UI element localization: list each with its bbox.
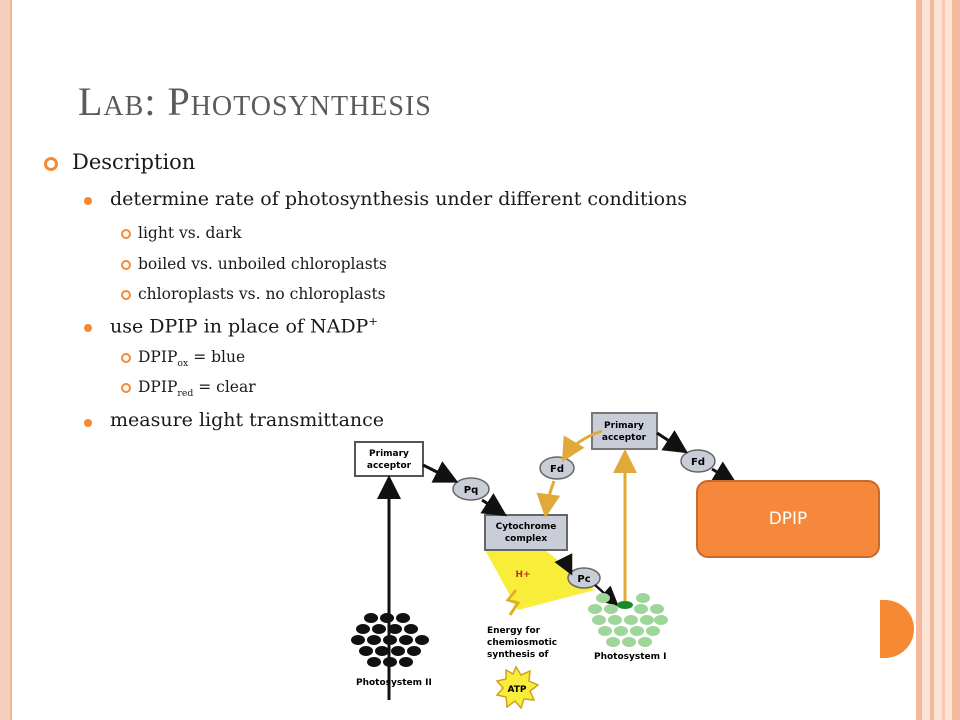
point-chloroplasts: chloroplasts vs. no chloroplasts — [138, 285, 386, 303]
pq-node — [452, 477, 490, 501]
energy-lightning-icon — [505, 589, 521, 616]
dpip-callout-box: DPIP — [696, 480, 880, 558]
dot-bullet-icon — [84, 324, 92, 332]
dot-bullet-icon — [84, 419, 92, 427]
pc-label: Pc — [577, 574, 590, 585]
primary-acceptor-left-box — [354, 441, 424, 477]
fd-right-label: Fd — [691, 457, 705, 468]
energy-line1: Energy for — [487, 626, 541, 636]
superscript-plus: + — [368, 314, 378, 328]
photosystem-ii-pigments — [351, 613, 429, 667]
cytochrome-line2: complex — [505, 534, 548, 544]
dpip-ox-rest: = blue — [188, 348, 246, 366]
arrow-to-pq — [422, 461, 459, 483]
photosynthesis-diagram: Primary acceptor Primary acceptor Pq Fd … — [351, 412, 738, 710]
dpip-ox-subscript: ox — [177, 358, 189, 370]
primary-acceptor-left-line2: acceptor — [367, 461, 412, 471]
point-dpip: use DPIP in place of NADP+ — [110, 314, 378, 337]
slide-frame-right — [916, 0, 960, 720]
heading-description: Description — [72, 150, 196, 174]
point-dpip-ox: DPIPox = blue — [138, 348, 245, 369]
fd-left-node — [539, 456, 575, 480]
point-dpip-red: DPIPred = clear — [138, 378, 256, 399]
point-boiled: boiled vs. unboiled chloroplasts — [138, 255, 387, 273]
arrow-to-fd-right — [656, 430, 689, 454]
ring-bullet-icon — [44, 157, 58, 171]
atp-label: ATP — [507, 685, 526, 695]
arrow-to-pc — [554, 553, 573, 576]
dpip-ox-base: DPIP — [138, 348, 178, 366]
ring-bullet-icon — [121, 260, 131, 270]
dpip-red-subscript: red — [177, 388, 194, 400]
dpip-red-rest: = clear — [193, 378, 256, 396]
fd-left-label: Fd — [550, 464, 564, 475]
ps1-reaction-center — [617, 601, 633, 609]
arrow-to-dpip — [710, 461, 738, 485]
ring-bullet-icon — [121, 229, 131, 239]
energy-line3: synthesis of — [487, 650, 549, 660]
dot-bullet-icon — [84, 197, 92, 205]
point-measure: measure light transmittance — [110, 409, 385, 431]
dpip-red-base: DPIP — [138, 378, 178, 396]
photosystem-ii-label: Photosystem II — [356, 678, 432, 688]
ring-bullet-icon — [121, 290, 131, 300]
frame-stripe — [942, 0, 945, 720]
h-plus-label: H+ — [515, 570, 530, 580]
fd-right-node — [680, 449, 716, 473]
cyclic-arrow-to-fd — [561, 429, 603, 463]
frame-stripe — [930, 0, 934, 720]
slide-title: Lab: Photosynthesis — [78, 79, 432, 124]
point-dpip-text: use DPIP in place of NADP — [110, 315, 369, 338]
photosystem-i-pigments — [588, 593, 668, 647]
primary-acceptor-right-line1: Primary — [604, 421, 644, 431]
energy-line2: chemiosmotic — [487, 638, 557, 648]
frame-stripe — [916, 0, 922, 720]
cytochrome-line1: Cytochrome — [496, 522, 557, 532]
pq-label: Pq — [464, 485, 479, 496]
photosystem-i-label: Photosystem I — [594, 652, 667, 662]
arrow-to-cytochrome — [480, 493, 508, 517]
primary-acceptor-left-line1: Primary — [369, 449, 409, 459]
ring-bullet-icon — [121, 383, 131, 393]
point-light-dark: light vs. dark — [138, 224, 242, 242]
point-rate: determine rate of photosynthesis under d… — [110, 188, 688, 210]
atp-starburst-icon — [495, 665, 540, 710]
cyclic-arrow-to-cytochrome — [536, 480, 561, 518]
primary-acceptor-right-line2: acceptor — [602, 433, 647, 443]
slide-frame-left — [0, 0, 12, 720]
ring-bullet-icon — [121, 353, 131, 363]
pc-node — [567, 567, 601, 589]
decorative-half-circle — [880, 600, 914, 658]
frame-stripe — [952, 0, 960, 720]
cytochrome-complex-box — [484, 514, 568, 551]
primary-acceptor-right-box — [591, 412, 658, 450]
